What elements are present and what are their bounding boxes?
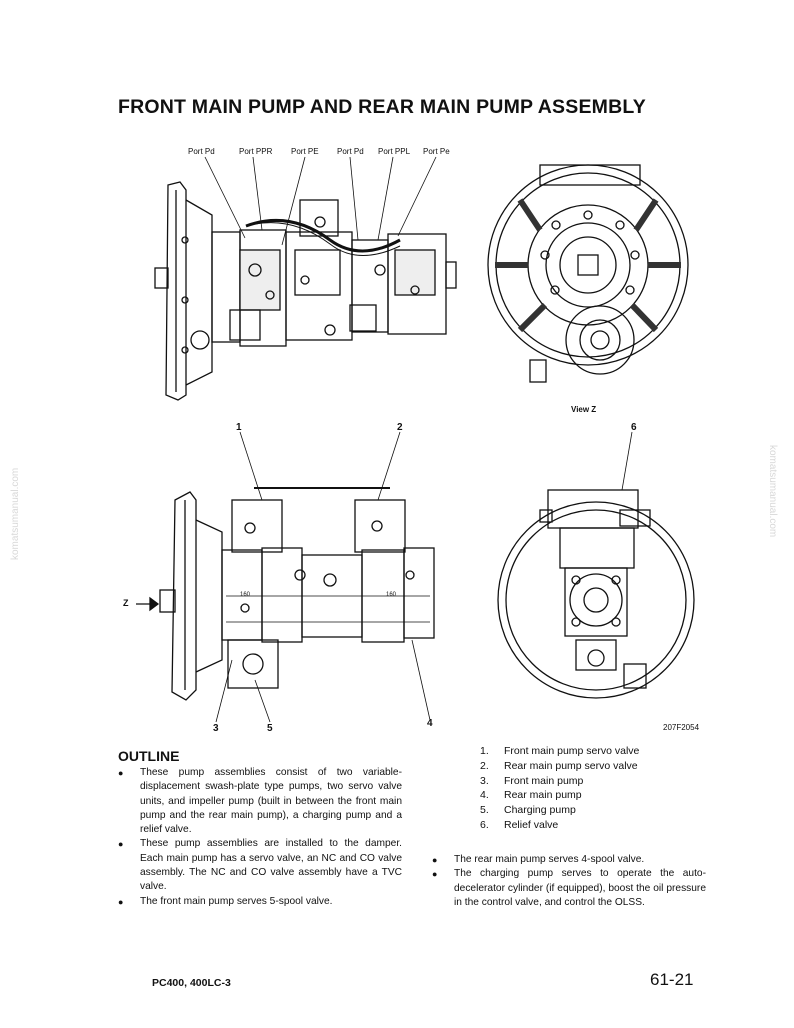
bullet-icon: ● (118, 839, 124, 850)
callout-6: 6 (631, 422, 637, 433)
list-item: 1. Front main pump servo valve (480, 744, 639, 759)
bullet-text: The rear main pump serves 4-spool valve. (454, 854, 645, 865)
z-marker-label: Z (123, 598, 129, 608)
outline-heading: OUTLINE (118, 748, 180, 764)
port-label-pe-2: Port Pe (423, 147, 450, 156)
callout-4: 4 (427, 718, 433, 729)
bullet-text: These pump assemblies are installed to t… (140, 838, 402, 893)
port-label-pe-1: Port PE (291, 147, 319, 156)
top-side-view-drawing (154, 156, 457, 401)
callout-2: 2 (397, 422, 403, 433)
bullet-icon: ● (432, 869, 438, 880)
port-label-ppl: Port PPL (378, 147, 411, 156)
list-item: ● The front main pump serves 5-spool val… (116, 895, 402, 909)
list-item: ● The rear main pump serves 4-spool valv… (430, 853, 706, 867)
list-item: ● These pump assemblies consist of two v… (116, 766, 402, 837)
part-number: 5. (480, 804, 489, 817)
list-item: ● These pump assemblies are installed to… (116, 837, 402, 894)
part-number: 4. (480, 789, 489, 802)
port-label-pd-1: Port Pd (188, 147, 215, 156)
view-z-drawing (487, 164, 689, 383)
outline-left-list: ● These pump assemblies consist of two v… (116, 766, 402, 909)
figure-code: 207F2054 (663, 723, 700, 732)
list-item: 4. Rear main pump (480, 788, 639, 803)
bullet-text: These pump assemblies consist of two var… (140, 767, 402, 836)
part-name: Charging pump (504, 804, 576, 817)
bullet-text: The charging pump serves to operate the … (454, 868, 706, 908)
list-item: 6. Relief valve (480, 818, 639, 833)
part-name: Front main pump servo valve (504, 745, 640, 757)
list-item: ● The charging pump serves to operate th… (430, 867, 706, 910)
port-label-pd-2: Port Pd (337, 147, 364, 156)
bullet-icon: ● (118, 768, 124, 778)
outline-right-list: ● The rear main pump serves 4-spool valv… (430, 853, 706, 910)
part-name: Front main pump (504, 774, 584, 787)
bullet-text: The front main pump serves 5-spool valve… (140, 895, 333, 907)
list-item: 3. Front main pump (480, 774, 639, 789)
bullet-icon: ● (432, 855, 438, 865)
bottom-rear-view-drawing (497, 431, 695, 699)
part-number: 1. (480, 745, 489, 757)
part-name: Rear main pump servo valve (504, 759, 638, 772)
list-item: 2. Rear main pump servo valve (480, 759, 639, 774)
footer-model: PC400, 400LC-3 (152, 977, 231, 989)
view-z-label: View Z (571, 405, 597, 414)
part-number: 3. (480, 774, 489, 787)
page-title: FRONT MAIN PUMP AND REAR MAIN PUMP ASSEM… (118, 96, 646, 118)
flange-mark-1: 160 (240, 592, 251, 598)
port-label-ppr: Port PPR (239, 147, 273, 156)
part-number: 6. (480, 818, 489, 831)
callout-3: 3 (213, 723, 219, 734)
flange-mark-2: 160 (386, 592, 397, 598)
callout-5: 5 (267, 723, 273, 734)
bottom-side-view-drawing (136, 431, 435, 723)
page-number: 61-21 (650, 970, 694, 989)
bullet-icon: ● (118, 896, 124, 907)
list-item: 5. Charging pump (480, 803, 639, 818)
callout-1: 1 (236, 422, 242, 433)
part-number: 2. (480, 759, 489, 772)
parts-list: 1. Front main pump servo valve 2. Rear mai… (480, 744, 639, 833)
part-name: Rear main pump (504, 789, 582, 802)
part-name: Relief valve (504, 818, 559, 831)
